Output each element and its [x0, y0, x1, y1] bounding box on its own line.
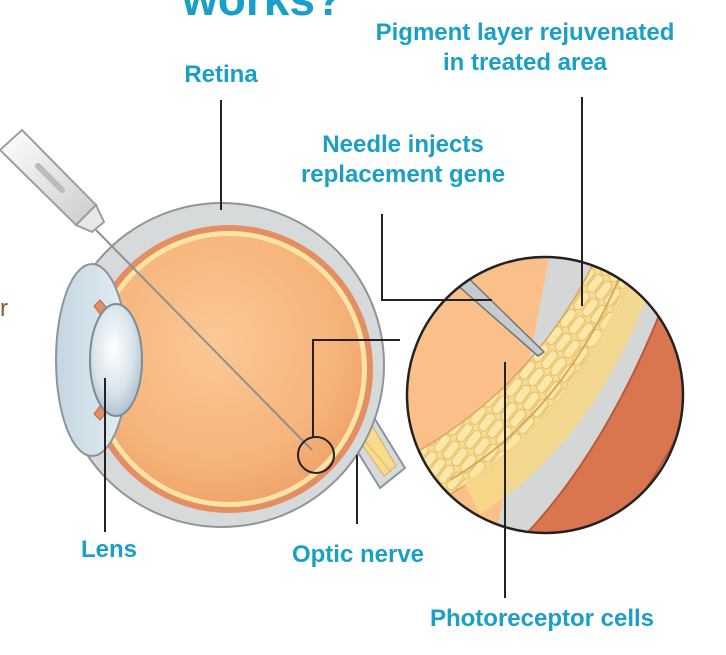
header-fragment: works? [182, 0, 343, 22]
label-photoreceptor-text: Photoreceptor cells [430, 605, 654, 632]
label-needle: Needle injects replacement gene [268, 130, 538, 190]
label-pigment-line1: Pigment layer rejuvenated [330, 18, 720, 48]
side-text-fragment: r [0, 296, 8, 322]
label-optic-nerve: Optic nerve [268, 540, 448, 570]
label-retina: Retina [171, 60, 271, 90]
label-needle-line2: replacement gene [268, 160, 538, 190]
magnified-inset [400, 200, 726, 620]
label-pigment-layer: Pigment layer rejuvenated in treated are… [330, 18, 720, 78]
label-needle-line1: Needle injects [268, 130, 538, 160]
label-lens-text: Lens [81, 536, 137, 563]
label-lens: Lens [64, 535, 154, 565]
label-pigment-line2: in treated area [330, 48, 720, 78]
label-optic-nerve-text: Optic nerve [292, 541, 424, 568]
label-retina-text: Retina [184, 61, 257, 88]
label-photoreceptor: Photoreceptor cells [392, 604, 692, 634]
